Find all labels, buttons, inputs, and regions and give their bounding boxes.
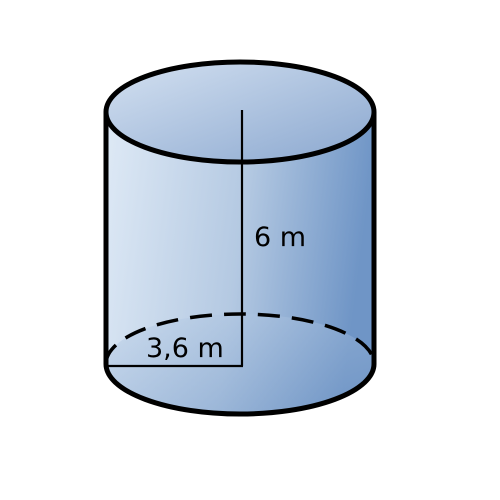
radius-label: 3,6 m <box>146 333 224 364</box>
top-edge <box>103 59 377 165</box>
cylinder-top-face <box>106 62 374 162</box>
height-label: 6 m <box>254 222 306 253</box>
base-hidden-edge <box>104 312 376 365</box>
cylinder-base-face <box>106 314 374 414</box>
base-visible-edge <box>103 363 377 417</box>
